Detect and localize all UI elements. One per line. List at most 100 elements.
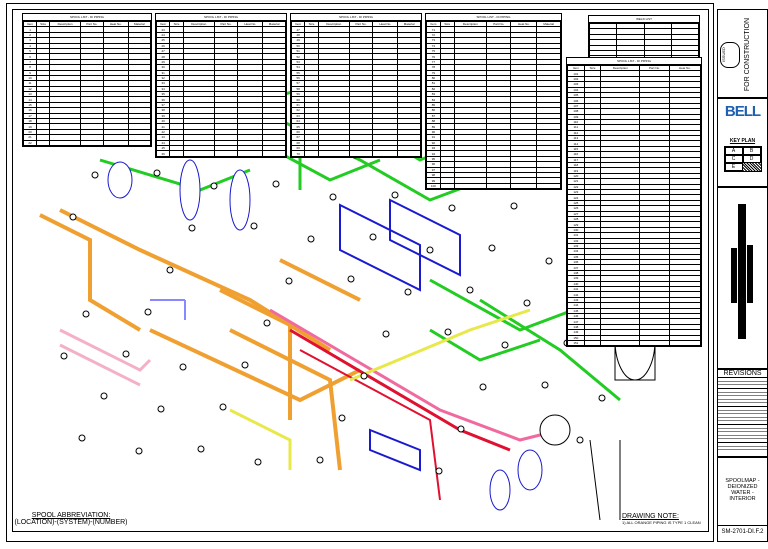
spool-callout — [166, 266, 174, 274]
table-row: 70 — [290, 150, 421, 157]
spool-callout — [144, 308, 152, 316]
table-row: 88 — [426, 117, 561, 125]
pink-pipe — [269, 308, 561, 442]
orange-pipe — [279, 258, 361, 302]
company-logo: BELL — [724, 103, 761, 120]
item-number: 70 — [290, 150, 306, 157]
spool-callout — [510, 202, 518, 210]
spool-callout — [501, 341, 509, 349]
spool-callout — [598, 394, 606, 402]
zone-e: E — [724, 163, 743, 171]
revisions-label: REVISIONS — [718, 370, 767, 378]
revision-lines — [718, 378, 767, 452]
tank — [517, 449, 543, 491]
spool-callout — [153, 169, 161, 177]
tank — [179, 159, 201, 221]
cell — [453, 182, 488, 190]
cell — [127, 139, 152, 147]
orange-pipe — [149, 328, 361, 403]
spool-callout — [135, 447, 143, 455]
spool-callout — [316, 456, 324, 464]
item-number: 100 — [426, 182, 441, 190]
pink-pipe — [59, 328, 152, 372]
tank — [229, 169, 251, 231]
tank — [107, 161, 133, 199]
item-number: 151 — [567, 339, 585, 347]
orange-pipe — [229, 328, 342, 471]
spool-callout — [426, 246, 434, 254]
zone-b: B — [742, 147, 761, 155]
cell — [639, 339, 670, 347]
cell — [102, 139, 129, 147]
spool-callout — [263, 319, 271, 327]
orange-pipe — [39, 213, 142, 332]
cell — [262, 150, 286, 157]
spool-callout — [219, 403, 227, 411]
yellow-pipe — [229, 408, 292, 470]
building-wing-right — [747, 245, 753, 303]
filter-skid — [339, 203, 421, 292]
spool-callout — [188, 224, 196, 232]
table-row: 146 — [567, 312, 702, 320]
spool-callout — [157, 405, 165, 413]
spool-callout — [488, 244, 496, 252]
table-title: SPOOL LIST - DI PIPING — [156, 14, 286, 21]
spool-callout — [576, 436, 584, 444]
filter-skid — [389, 198, 461, 277]
spool-callout — [369, 233, 377, 241]
cell — [372, 150, 399, 157]
table-row: 22 — [22, 139, 152, 147]
zone-a: A — [724, 147, 743, 155]
cell — [668, 339, 702, 347]
table-title: WELD LIST — [589, 16, 699, 23]
table-row: 58 — [290, 85, 421, 93]
spool-callout — [60, 352, 68, 360]
cell — [486, 182, 512, 190]
table-row: 34 — [155, 85, 286, 93]
spool-callout — [444, 328, 452, 336]
drawing-note: DRAWING NOTE: 1) ALL ORANGE PIPING IS TY… — [622, 513, 701, 525]
status-text: FOR CONSTRUCTION — [744, 18, 751, 92]
company-keyplan-box: BELL KEY PLAN A B C D E — [717, 98, 768, 187]
table-row: 151 — [567, 339, 702, 347]
item-number: 46 — [155, 150, 171, 157]
spool-callout — [241, 361, 249, 369]
spool-callout — [479, 383, 487, 391]
cell — [397, 150, 421, 157]
cell — [49, 139, 81, 147]
spool-callout — [382, 330, 390, 338]
spool-callout — [338, 414, 346, 422]
tank-legs — [589, 439, 621, 521]
spool-callout — [466, 286, 474, 294]
spool-callout — [391, 191, 399, 199]
table-title: SPOOL LIST - DI PIPING — [291, 14, 421, 21]
sheet-title: SPOOLMAP - DEIONIZED WATER - INTERIOR — [725, 478, 760, 502]
pink-pipe — [59, 343, 141, 387]
cell — [510, 182, 538, 190]
tank — [489, 469, 511, 511]
key-plan: A B C D E — [723, 146, 762, 172]
spool-callout — [307, 235, 315, 243]
orange-pipe — [219, 288, 292, 420]
spool-abbrev-format: (LOCATION)-(SYSTEM)-(NUMBER) — [14, 519, 128, 526]
drawing-note-text: 1) ALL ORANGE PIPING IS TYPE 1 CLEAN — [622, 520, 701, 525]
drawing-note-title: DRAWING NOTE: — [622, 513, 679, 520]
spool-callout — [210, 182, 218, 190]
spool-callout — [78, 434, 86, 442]
zone-c: C — [724, 155, 743, 163]
spool-callout — [360, 372, 368, 380]
spool-callout — [91, 171, 99, 179]
spool-callout — [523, 299, 531, 307]
spool-callout — [122, 350, 130, 358]
table-row: 46 — [155, 150, 286, 157]
spool-callout — [250, 222, 258, 230]
tank — [539, 414, 571, 446]
spool-callout — [347, 275, 355, 283]
spool-callout — [272, 180, 280, 188]
cell — [213, 150, 239, 157]
spool-abbreviation-note: SPOOL ABBREVIATION: (LOCATION)-(SYSTEM)-… — [6, 512, 136, 526]
drawing-number: SM-2701-DI.F.2 — [718, 525, 767, 535]
spool-callout — [285, 277, 293, 285]
table-row: 64 — [290, 117, 421, 125]
